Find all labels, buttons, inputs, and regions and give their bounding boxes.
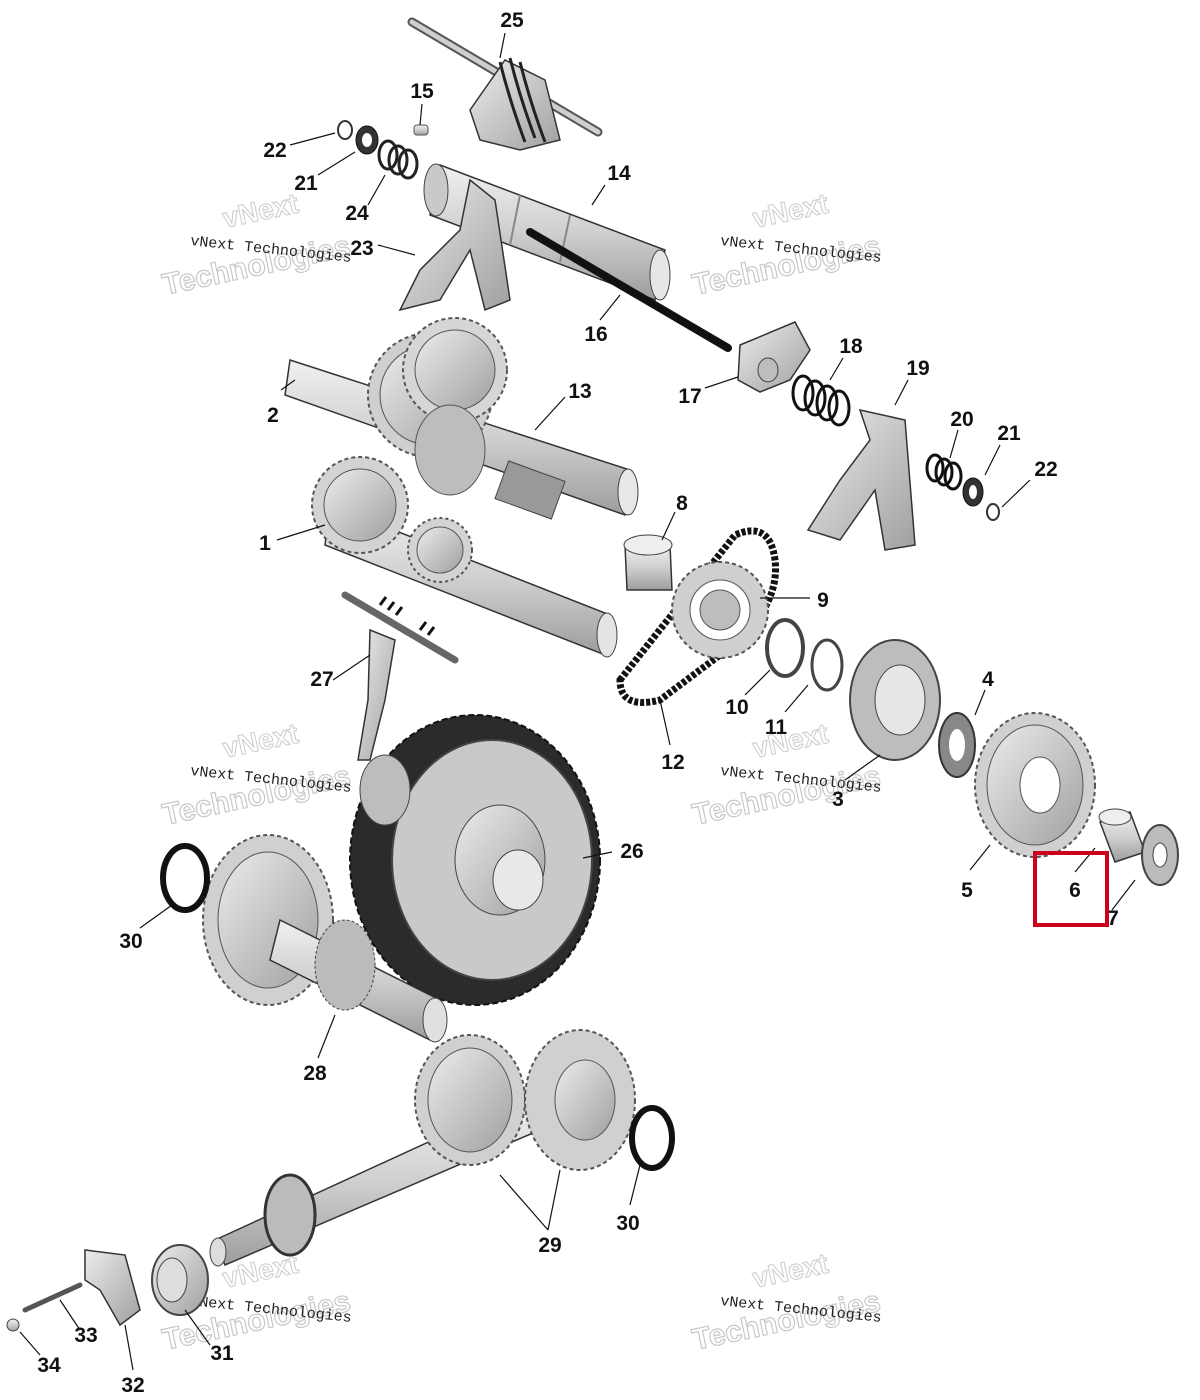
callout-14: 14: [607, 162, 631, 185]
part-5-gear: [974, 712, 1096, 858]
watermark-brand: vNext: [220, 188, 301, 234]
callout-20: 20: [950, 408, 973, 431]
part-22-circlip-right: [986, 503, 1000, 521]
part-29-lower-shaft: [209, 1029, 636, 1267]
callout-24: 24: [345, 202, 369, 225]
part-34-bolt: [6, 1318, 20, 1332]
callout-7: 7: [1107, 907, 1119, 930]
watermark-3: vNext Technologies vNext Technologies: [159, 717, 354, 832]
callout-21-top: 21: [294, 172, 318, 195]
callout-9: 9: [817, 589, 829, 612]
callout-22-top: 22: [263, 139, 286, 162]
watermark-brand: vNext: [750, 718, 831, 764]
callout-29: 29: [538, 1234, 561, 1257]
part-17-fork: [737, 321, 811, 393]
part-30-seal-left: [160, 843, 210, 913]
part-3-hub: [849, 639, 941, 761]
callout-18: 18: [839, 335, 863, 358]
part-24-spring-top: [377, 139, 419, 180]
part-28-output-shaft: [202, 834, 448, 1043]
part-9-sprocket: [671, 561, 769, 659]
callout-33: 33: [74, 1324, 97, 1347]
part-23-shift-fork: [398, 178, 511, 312]
callout-15: 15: [410, 80, 434, 103]
highlight-box: [1033, 851, 1109, 927]
part-19-shift-fork: [806, 408, 916, 551]
part-7-washer: [1141, 824, 1179, 886]
part-31-collar: [151, 1244, 209, 1316]
callout-3: 3: [832, 788, 844, 811]
parts: [6, 17, 1179, 1332]
part-4-washer: [938, 712, 976, 778]
callout-34: 34: [37, 1354, 61, 1377]
part-18-spring: [791, 374, 851, 427]
part-26-ring-gear: [349, 714, 601, 1006]
callout-25: 25: [500, 9, 524, 32]
callout-1: 1: [259, 532, 271, 555]
part-16-rod: [526, 228, 732, 352]
part-10-ring: [765, 618, 805, 678]
watermark-brand: vNext: [750, 188, 831, 234]
watermark-brand: vNext: [750, 1248, 831, 1294]
callout-32: 32: [121, 1374, 144, 1397]
part-8-bushing: [623, 534, 673, 591]
watermark-2: vNext Technologies vNext Technologies: [689, 187, 884, 302]
leader-lines: [19, 32, 1136, 1371]
callout-6: 6: [1069, 879, 1081, 902]
part-11-circlip: [810, 638, 844, 692]
part-27-shift-fork: [341, 591, 459, 761]
callout-23: 23: [350, 237, 373, 260]
part-21-washer-top: [355, 125, 379, 155]
callout-16: 16: [584, 323, 607, 346]
part-15-pin: [413, 124, 429, 136]
part-30-seal-right: [629, 1105, 675, 1171]
callout-labels: 25 15 22 21 24 23 14 16 17 18 19 20 21 2…: [37, 9, 1119, 1397]
callout-4: 4: [982, 668, 994, 691]
callout-19: 19: [906, 357, 929, 380]
callout-11: 11: [765, 716, 788, 739]
callout-10: 10: [725, 696, 748, 719]
callout-27: 27: [310, 668, 333, 691]
part-1-countershaft: [311, 456, 618, 658]
part-22-circlip-top: [337, 120, 353, 140]
watermark-brand: vNext: [220, 718, 301, 764]
callout-30-left: 30: [119, 930, 142, 953]
watermark-6: vNext Technologies vNext Technologies: [689, 1247, 884, 1357]
part-20-spring: [925, 453, 963, 491]
callout-30-right: 30: [616, 1212, 639, 1235]
part-21-washer-right: [962, 477, 984, 507]
callout-22-right: 22: [1034, 458, 1057, 481]
callout-17: 17: [678, 385, 701, 408]
callout-8: 8: [676, 492, 688, 515]
watermark-1: vNext Technologies vNext Technologies: [159, 187, 354, 302]
callout-13: 13: [568, 380, 591, 403]
callout-5: 5: [961, 879, 973, 902]
callout-31: 31: [210, 1342, 234, 1365]
part-25-shift-shaft: [407, 17, 603, 151]
part-13-main-shaft: [284, 317, 639, 520]
part-12-chain: [616, 527, 780, 706]
part-33-rod: [22, 1282, 83, 1313]
callout-12: 12: [661, 751, 684, 774]
callout-21-right: 21: [997, 422, 1021, 445]
callout-26: 26: [620, 840, 643, 863]
callout-2: 2: [267, 404, 279, 427]
part-32-fork: [84, 1249, 141, 1327]
callout-28: 28: [303, 1062, 327, 1085]
